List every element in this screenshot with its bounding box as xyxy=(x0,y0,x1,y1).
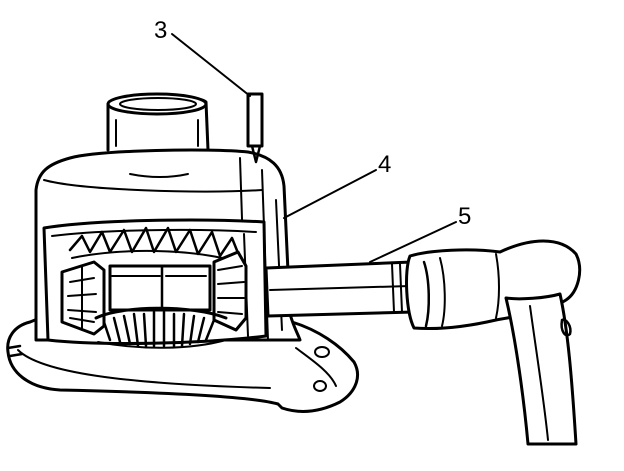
side-gear-right xyxy=(212,250,248,332)
pinion-shaft-block xyxy=(108,264,212,312)
pinion-shaft-rod xyxy=(264,260,416,318)
lower-pinion-gear xyxy=(94,306,228,349)
leader-line-3 xyxy=(171,33,251,97)
bolt-hole xyxy=(314,346,330,358)
bolt-hole xyxy=(313,380,327,392)
leader-line-4 xyxy=(283,169,377,219)
callout-label: 5 xyxy=(458,203,471,230)
callout-label: 4 xyxy=(378,151,391,178)
leader-lines xyxy=(171,33,457,263)
leader-line-5 xyxy=(369,221,457,263)
ring-gear-teeth xyxy=(68,226,242,263)
hammer-tool xyxy=(405,239,582,446)
callout-label: 3 xyxy=(154,17,167,44)
side-gear-left xyxy=(60,260,106,336)
punch-tool xyxy=(246,92,264,164)
